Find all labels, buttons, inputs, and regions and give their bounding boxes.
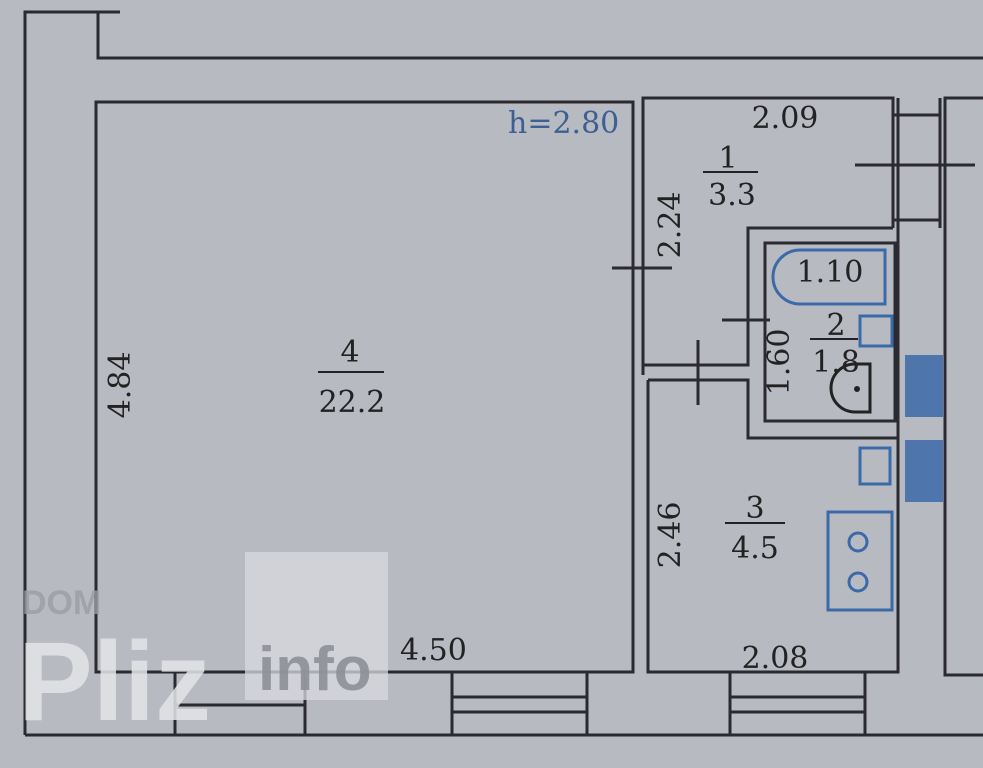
watermark-dom: DOM: [22, 584, 101, 622]
watermark-logo: DOM Pliz info: [18, 552, 388, 744]
room-3-kitchen: [646, 96, 983, 677]
ceiling-height-label: h=2.80: [508, 106, 619, 141]
room3-height-label: 2.46: [653, 502, 688, 569]
room4-height-label: 4.84: [103, 352, 138, 419]
room1-width-label: 2.09: [752, 101, 819, 136]
room2-area: 1.8: [812, 345, 860, 380]
room3-width-label: 2.08: [742, 641, 809, 676]
room-1-hall: [612, 96, 975, 405]
radiator-icon: [905, 355, 943, 417]
room4-number: 4: [340, 335, 359, 370]
kitchen-sink-icon: [858, 446, 892, 486]
room1-height-label: 2.24: [653, 192, 688, 259]
room4-area: 22.2: [319, 385, 386, 420]
room1-area: 3.3: [708, 178, 756, 213]
windows: [173, 670, 867, 737]
room-2-bathroom: [722, 241, 897, 423]
room2-height-label: 1.60: [762, 329, 797, 396]
watermark-info: info: [258, 635, 372, 704]
bath-length-label: 1.10: [797, 255, 864, 290]
room3-number: 3: [745, 491, 764, 526]
room2-number: 2: [826, 308, 845, 343]
bathtub-icon: [771, 248, 887, 306]
radiator-icon: [905, 440, 943, 502]
watermark-pliz: Pliz: [18, 619, 211, 744]
room1-number: 1: [718, 141, 737, 176]
room3-area: 4.5: [731, 531, 779, 566]
room4-width-label: 4.50: [400, 633, 467, 668]
stove-icon: [826, 510, 894, 612]
toilet-icon: [829, 362, 872, 414]
sink-icon: [858, 314, 894, 348]
